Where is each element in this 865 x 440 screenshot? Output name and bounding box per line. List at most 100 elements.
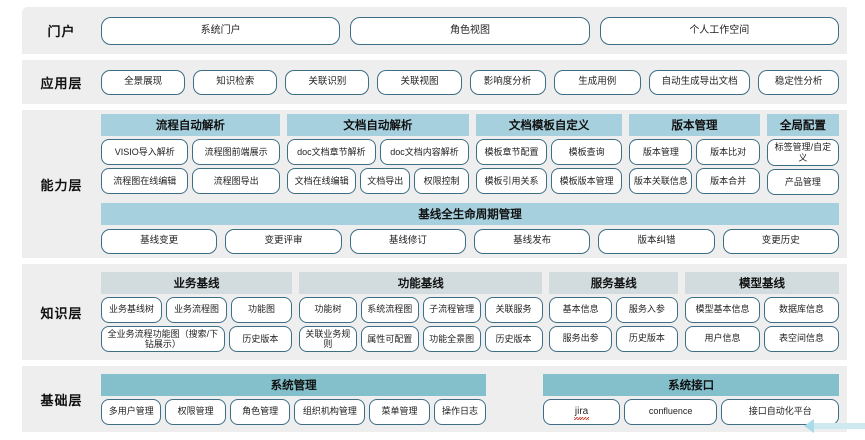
portal-item-role-view[interactable]: 角色视图 [350, 16, 590, 45]
kn-item-related-service[interactable]: 关联服务 [484, 296, 543, 323]
kn-item-user-info[interactable]: 用户信息 [685, 325, 761, 352]
app-item-panorama[interactable]: 全景展现 [101, 69, 186, 95]
kn-item-related-business-rule[interactable]: 关联业务规则 [298, 325, 357, 353]
foundation-group-system-interface: 系统接口 jira confluence 接口自动化平台 [543, 373, 839, 425]
baseline-item-change-history[interactable]: 变更历史 [722, 228, 839, 254]
layer-band-capability: 能力层 流程自动解析 VISIO导入解析 流程图前端展示 流程图在线编辑 流程图… [22, 110, 847, 258]
group-rows-system-manage: 多用户管理 权限管理 角色管理 组织机构管理 菜单管理 操作日志 [101, 398, 487, 425]
group-title-system-interface: 系统接口 [543, 373, 839, 396]
cap-item-version-manage[interactable]: 版本管理 [629, 139, 693, 166]
foundation-group-system-manage: 系统管理 多用户管理 权限管理 角色管理 组织机构管理 菜单管理 操作日志 [101, 373, 487, 425]
cap-item-permission-control[interactable]: 权限控制 [414, 168, 470, 195]
cap-item-flowchart-frontend-display[interactable]: 流程图前端展示 [192, 139, 280, 166]
group-rows-doc-parse: doc文档章节解析 doc文档内容解析 文档在线编辑 文档导出 权限控制 [286, 139, 470, 195]
cap-item-doc-chapter-parse[interactable]: doc文档章节解析 [286, 139, 376, 166]
cap-item-doc-export[interactable]: 文档导出 [360, 168, 411, 195]
application-button-row: 全景展现 知识检索 关联识别 关联视图 影响度分析 生成用例 自动生成导出文档 … [101, 69, 839, 95]
kn-item-function-tree[interactable]: 功能树 [298, 296, 357, 323]
cap-item-doc-content-parse[interactable]: doc文档内容解析 [379, 139, 470, 166]
cap-item-version-compare[interactable]: 版本比对 [696, 139, 760, 166]
left-trim [0, 13, 4, 434]
cap-item-doc-online-edit[interactable]: 文档在线编辑 [286, 168, 357, 195]
baseline-item-release[interactable]: 基线发布 [473, 228, 591, 254]
kn-item-full-business-flow-function-chart[interactable]: 全业务流程功能图（搜索/下钻展示） [101, 325, 225, 353]
fd-item-org-structure-manage[interactable]: 组织机构管理 [294, 398, 366, 425]
app-item-generate-use-case[interactable]: 生成用例 [553, 69, 642, 95]
cap-item-visio-import-parse[interactable]: VISIO导入解析 [101, 139, 189, 166]
cap-item-flowchart-online-edit[interactable]: 流程图在线编辑 [101, 168, 189, 195]
layer-label-foundation: 基础层 [40, 392, 83, 408]
kn-item-database-info[interactable]: 数据库信息 [764, 296, 840, 323]
cap-item-template-chapter-config[interactable]: 模板章节配置 [476, 139, 548, 166]
fd-item-confluence[interactable]: confluence [623, 398, 718, 425]
fd-item-operation-log[interactable]: 操作日志 [433, 398, 487, 425]
kn-item-function-history-version[interactable]: 历史版本 [484, 325, 543, 353]
kn-item-model-basic-info[interactable]: 模型基本信息 [685, 296, 761, 323]
app-item-auto-export-doc[interactable]: 自动生成导出文档 [649, 69, 751, 95]
cap-item-template-reference-relation[interactable]: 模板引用关系 [476, 168, 548, 195]
foundation-group-spacer [493, 374, 536, 394]
group-line: 模板章节配置 模板查询 [476, 139, 623, 166]
fd-item-permission-manage[interactable]: 权限管理 [165, 398, 226, 425]
portal-item-system-portal[interactable]: 系统门户 [101, 16, 341, 45]
group-title-process-parse: 流程自动解析 [101, 114, 280, 137]
layer-label-application: 应用层 [40, 75, 83, 91]
kn-item-function-panorama[interactable]: 功能全景图 [422, 325, 481, 353]
baseline-item-change[interactable]: 基线变更 [101, 228, 218, 254]
group-rows-business-baseline: 业务基线树 业务流程图 功能图 全业务流程功能图（搜索/下钻展示） 历史版本 [101, 296, 292, 353]
group-title-system-manage: 系统管理 [101, 373, 487, 396]
group-line: 全业务流程功能图（搜索/下钻展示） 历史版本 [101, 325, 292, 353]
knowledge-group-business-baseline: 业务基线 业务基线树 业务流程图 功能图 全业务流程功能图（搜索/下钻展示） 历… [101, 271, 292, 353]
kn-item-service-output-param[interactable]: 服务出参 [549, 325, 612, 352]
kn-item-system-flowchart[interactable]: 系统流程图 [360, 296, 419, 323]
kn-item-history-version[interactable]: 历史版本 [228, 325, 292, 353]
kn-item-business-baseline-tree[interactable]: 业务基线树 [101, 296, 162, 323]
cap-item-template-version-manage[interactable]: 模板版本管理 [551, 168, 623, 195]
app-item-knowledge-search[interactable]: 知识检索 [193, 69, 278, 95]
cap-item-version-merge[interactable]: 版本合并 [696, 168, 760, 195]
app-item-relation-recognition[interactable]: 关联识别 [285, 69, 370, 95]
app-item-impact-analysis[interactable]: 影响度分析 [469, 69, 546, 95]
baseline-item-revision[interactable]: 基线修订 [349, 228, 466, 254]
cap-item-product-manage[interactable]: 产品管理 [766, 168, 840, 195]
group-title-business-baseline: 业务基线 [101, 271, 292, 294]
kn-item-function-chart[interactable]: 功能图 [230, 296, 292, 323]
group-line: 模板引用关系 模板版本管理 [476, 168, 623, 195]
layer-body-foundation: 系统管理 多用户管理 权限管理 角色管理 组织机构管理 菜单管理 操作日志 [101, 366, 847, 432]
kn-item-attribute-configurable[interactable]: 属性可配置 [360, 325, 419, 353]
baseline-item-change-review[interactable]: 变更评审 [225, 228, 342, 254]
group-line: 服务出参 历史版本 [549, 325, 679, 352]
fd-item-multi-user-manage[interactable]: 多用户管理 [101, 398, 162, 425]
kn-item-service-input-param[interactable]: 服务入参 [615, 296, 679, 323]
cap-item-template-query[interactable]: 模板查询 [551, 139, 623, 166]
group-title-doc-template: 文档模板自定义 [476, 114, 623, 137]
kn-item-service-history-version[interactable]: 历史版本 [615, 325, 679, 352]
fd-item-menu-manage[interactable]: 菜单管理 [369, 398, 430, 425]
capability-group-row: 流程自动解析 VISIO导入解析 流程图前端展示 流程图在线编辑 流程图导出 [101, 114, 840, 195]
kn-item-tablespace-info[interactable]: 表空间信息 [764, 325, 840, 352]
knowledge-group-row: 业务基线 业务基线树 业务流程图 功能图 全业务流程功能图（搜索/下钻展示） 历… [101, 271, 840, 353]
foundation-group-row: 系统管理 多用户管理 权限管理 角色管理 组织机构管理 菜单管理 操作日志 [101, 373, 839, 425]
layer-band-application: 应用层 全景展现 知识检索 关联识别 关联视图 影响度分析 生成用例 自动生成导… [22, 60, 847, 104]
cap-item-flowchart-export[interactable]: 流程图导出 [192, 168, 280, 195]
fd-item-role-manage[interactable]: 角色管理 [229, 398, 291, 425]
layer-label-knowledge: 知识层 [40, 305, 83, 321]
baseline-item-version-correction[interactable]: 版本纠错 [598, 228, 715, 254]
kn-item-subprocess-manage[interactable]: 子流程管理 [422, 296, 481, 323]
group-line: doc文档章节解析 doc文档内容解析 [286, 139, 470, 166]
group-rows-version-manage: 版本管理 版本比对 版本关联信息 版本合并 [629, 139, 760, 195]
kn-item-service-basic-info[interactable]: 基本信息 [549, 296, 612, 323]
group-line: 功能树 系统流程图 子流程管理 关联服务 [298, 296, 543, 323]
portal-item-personal-workspace[interactable]: 个人工作空间 [599, 16, 839, 45]
cap-item-tag-manage-custom[interactable]: 标签管理/自定义 [766, 139, 840, 166]
capability-group-doc-parse: 文档自动解析 doc文档章节解析 doc文档内容解析 文档在线编辑 文档导出 权… [286, 114, 470, 195]
fd-item-jira[interactable]: jira [543, 398, 620, 425]
kn-item-business-flowchart[interactable]: 业务流程图 [165, 296, 227, 323]
decorative-arrow-icon [804, 419, 865, 433]
layer-band-foundation: 基础层 系统管理 多用户管理 权限管理 角色管理 组织机构管理 菜单管理 操作日… [22, 366, 847, 432]
fd-item-api-automation-platform[interactable]: 接口自动化平台 [721, 398, 839, 425]
cap-item-version-relation-info[interactable]: 版本关联信息 [629, 168, 693, 195]
app-item-stability-analysis[interactable]: 稳定性分析 [758, 69, 839, 95]
group-rows-function-baseline: 功能树 系统流程图 子流程管理 关联服务 关联业务规则 属性可配置 功能全景图 … [298, 296, 543, 353]
app-item-relation-view[interactable]: 关联视图 [377, 69, 462, 95]
